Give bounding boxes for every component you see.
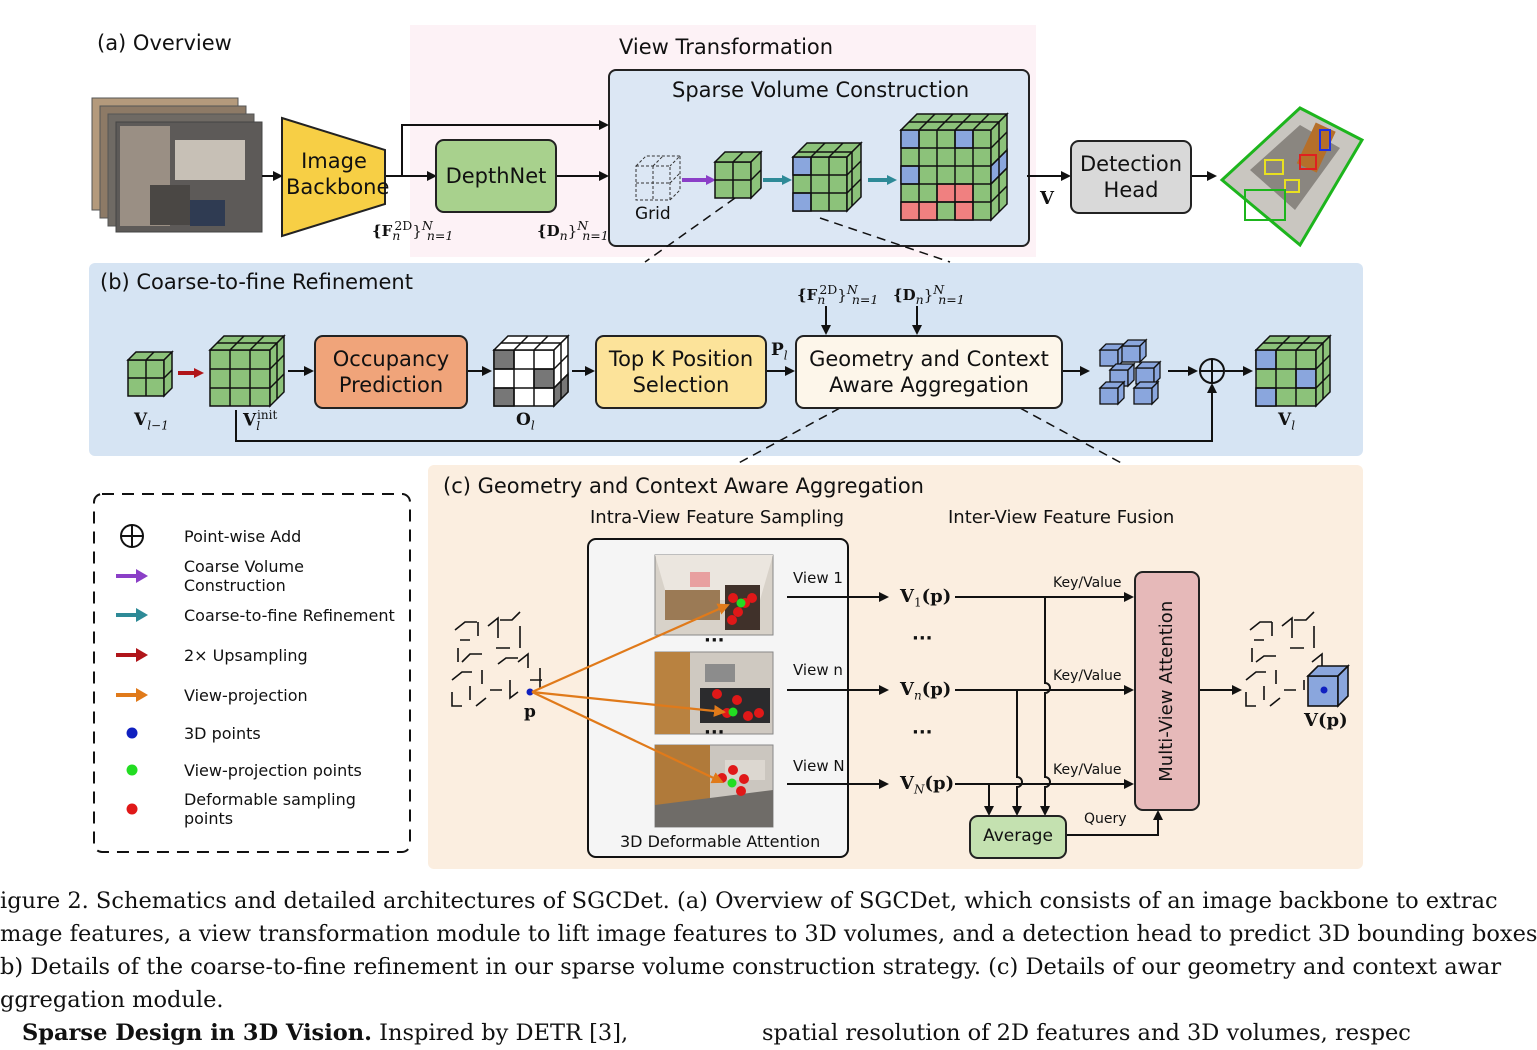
blue-dot-icon: [110, 726, 154, 740]
caption-line-1: igure 2. Schematics and detailed archite…: [0, 888, 1498, 914]
deformable-attention-label: 3D Deformable Attention: [620, 832, 821, 851]
occupancy-cube: [492, 334, 570, 408]
input-images: [91, 97, 263, 233]
legend-item: Deformable sampling points: [110, 790, 410, 828]
v-out-cube: [1254, 334, 1332, 408]
view-image-N: [654, 744, 774, 828]
overview-title: (a) Overview: [97, 31, 232, 55]
occupancy-prediction-box: Occupancy Prediction: [314, 335, 468, 409]
teal-arrow-icon: [110, 607, 154, 623]
view-n-label: View n: [793, 661, 843, 679]
sparse-volume-title: Sparse Volume Construction: [672, 78, 970, 102]
gcaa-box: Geometry and Context Aware Aggregation: [795, 335, 1063, 409]
pointwise-add-node: [1199, 358, 1225, 384]
volume-label: V: [1040, 188, 1054, 209]
dots-1: ···: [704, 630, 725, 651]
view-transformation-title: View Transformation: [619, 35, 834, 59]
output-point-cloud: [1245, 611, 1323, 707]
figure-caption: igure 2. Schematics and detailed archite…: [0, 885, 1537, 1050]
query-label: Query: [1084, 811, 1127, 827]
legend-box: [93, 493, 411, 853]
view-N-label: View N: [793, 757, 845, 775]
red-arrow-icon: [110, 647, 154, 663]
key-value-label-2: Key/Value: [1053, 668, 1122, 684]
legend-item: Coarse-to-fine Refinement: [110, 603, 395, 627]
point-label: p: [524, 702, 536, 722]
caption-line-2: mage features, a view transformation mod…: [0, 921, 1537, 947]
grid-cube: [635, 155, 682, 201]
medium-cube: [791, 141, 863, 213]
caption-right-column: spatial resolution of 2D features and 3D…: [762, 1020, 1411, 1046]
topk-selection-box: Top K Position Selection: [595, 335, 767, 409]
dots-3: ···: [912, 628, 933, 649]
dots-2: ···: [704, 722, 725, 743]
average-box: Average: [969, 815, 1067, 859]
caption-section-heading: Sparse Design in 3D Vision.: [22, 1020, 372, 1046]
legend-item: Coarse Volume Construction: [110, 557, 410, 595]
diagram-canvas: [91, 97, 1365, 858]
vN-feature-label: VN(p): [900, 773, 955, 797]
orange-arrow-icon: [110, 687, 154, 703]
legend-item: View-projection points: [110, 758, 362, 782]
depth-set-label-b: {Dn}Nn=1: [893, 282, 965, 307]
p-label: Pl: [771, 340, 788, 363]
feature-set-label-a: {Fn2D}Nn=1: [372, 218, 454, 243]
refinement-title: (b) Coarse-to-fine Refinement: [100, 270, 413, 294]
caption-line-3: b) Details of the coarse-to-fine refinem…: [0, 954, 1502, 980]
multi-view-attention-label: Multi-View Attention: [1155, 600, 1177, 782]
caption-line-4: ggregation module.: [0, 987, 224, 1013]
dots-4: ···: [912, 722, 933, 743]
image-backbone-shape: [281, 116, 386, 238]
caption-line-5: Sparse Design in 3D Vision. Inspired by …: [0, 1017, 1457, 1050]
legend-item: 3D points: [110, 721, 261, 745]
sparse-point-cloud: [451, 611, 542, 707]
aggregation-panel: [428, 465, 1363, 869]
vp-output-label: V(p): [1304, 710, 1348, 731]
v-init-label: Vlinit: [243, 408, 278, 434]
fine-cube: [899, 112, 1009, 222]
multi-view-attention-box: Multi-View Attention: [1134, 571, 1200, 811]
key-value-label-3: Key/Value: [1053, 762, 1122, 778]
intra-view-title: Intra-View Feature Sampling: [590, 507, 845, 528]
view-1-points: [727, 593, 757, 625]
legend-item: Point-wise Add: [110, 524, 301, 548]
green-dot-icon: [110, 763, 154, 777]
coarse-cube: [713, 150, 763, 200]
depthnet-box: DepthNet: [435, 139, 557, 213]
key-value-label-1: Key/Value: [1053, 575, 1122, 591]
aggregation-title: (c) Geometry and Context Aware Aggregati…: [443, 474, 924, 498]
o-label: Ol: [516, 410, 535, 433]
vn-feature-label: Vn(p): [900, 679, 952, 703]
red-dot-icon: [110, 802, 154, 816]
feature-set-label-b: {Fn2D}Nn=1: [797, 282, 879, 307]
detection-output-scene: [1219, 106, 1365, 248]
legend-item: 2× Upsampling: [110, 643, 308, 667]
depth-set-label-a: {Dn}Nn=1: [537, 218, 609, 243]
purple-arrow-icon: [110, 568, 154, 584]
circle-plus-icon: [110, 522, 154, 550]
v1-feature-label: V1(p): [900, 586, 952, 610]
detection-head-box: Detection Head: [1070, 140, 1192, 214]
v-prev-label: Vl−1: [134, 410, 169, 433]
legend: Point-wise Add Coarse Volume Constructio…: [110, 524, 410, 844]
query-point: [526, 688, 534, 696]
view-1-label: View 1: [793, 569, 843, 587]
v-init-cube: [208, 334, 286, 408]
grid-label: Grid: [635, 204, 671, 224]
sparse-blocks: [1098, 338, 1162, 406]
image-backbone-label: Image Backbone: [286, 149, 390, 200]
legend-item: View-projection: [110, 683, 308, 707]
v-prev-cube: [126, 350, 174, 398]
output-cube: [1306, 664, 1350, 708]
inter-view-title: Inter-View Feature Fusion: [948, 507, 1175, 528]
v-out-label: Vl: [1278, 410, 1296, 433]
